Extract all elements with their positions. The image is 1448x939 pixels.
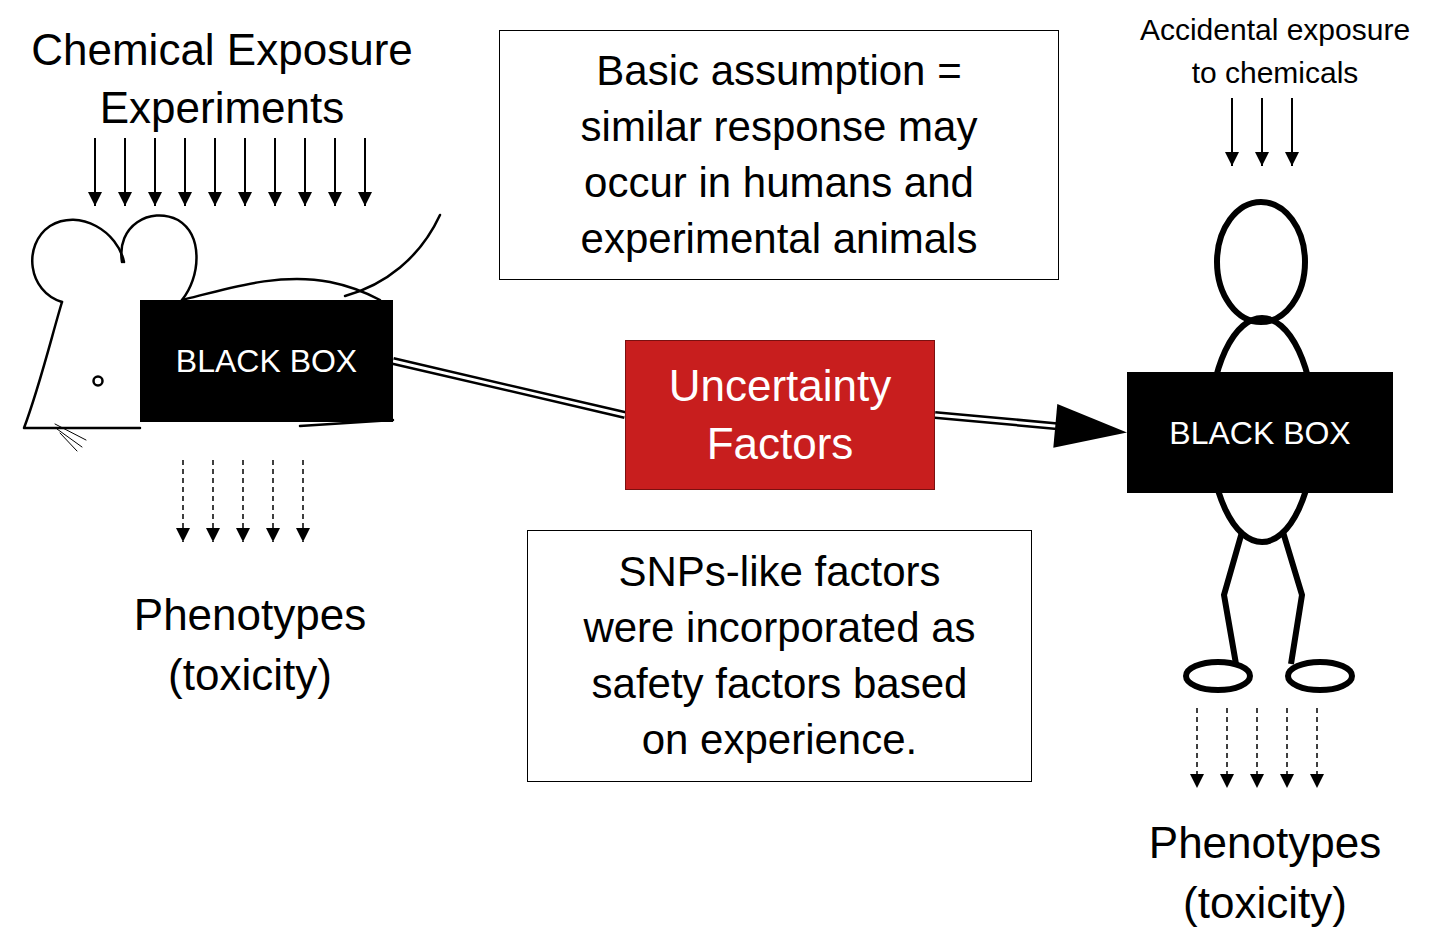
node-text: Uncertainty Factors [645, 357, 915, 473]
exposure-arrow [244, 138, 246, 206]
mouse-ear [32, 220, 124, 302]
exposure-arrow [304, 138, 306, 206]
exposure-label: Chemical Exposure Experiments [7, 21, 437, 137]
exposure-arrow [214, 138, 216, 206]
mouse-face [24, 302, 140, 428]
figure-foot [1186, 662, 1250, 690]
node-text: SNPs-like factors were incorporated as s… [575, 544, 985, 768]
phenotype-arrow [212, 460, 214, 542]
mouse-drawing [24, 215, 440, 451]
phenotype-arrow [1286, 708, 1288, 788]
phenotype-label: Phenotypes (toxicity) [1105, 813, 1425, 933]
node-text: BLACK BOX [1169, 414, 1350, 452]
exposure-arrow [1231, 98, 1233, 166]
uncertainty-box: Uncertainty Factors [625, 340, 935, 490]
connector-outline [935, 415, 1057, 426]
exposure-arrow [154, 138, 156, 206]
exposure-arrow [274, 138, 276, 206]
figure-leg [1283, 532, 1302, 664]
mouse-whisker [55, 424, 86, 451]
exposure-arrow [94, 138, 96, 206]
connector-core [935, 415, 1057, 426]
phenotype-arrow [272, 460, 274, 542]
black-box: BLACK BOX [1127, 372, 1393, 493]
figure-leg [1224, 532, 1242, 664]
exposure-arrow [184, 138, 186, 206]
exposure-arrow [124, 138, 126, 206]
phenotype-arrow [1226, 708, 1228, 788]
mouse-eye [94, 377, 103, 386]
phenotype-arrow [1256, 708, 1258, 788]
connector-outline [393, 361, 625, 415]
double-arrow-connector [935, 404, 1127, 448]
figure-foot [1288, 662, 1352, 690]
mouse-tail [345, 215, 440, 296]
mouse-back [182, 279, 380, 300]
exposure-label: Accidental exposure to chemicals [1130, 8, 1420, 94]
black-box: BLACK BOX [140, 300, 393, 422]
node-text: BLACK BOX [176, 342, 357, 380]
figure-head [1217, 202, 1305, 322]
assumption-box: Basic assumption = similar response may … [499, 30, 1059, 280]
phenotype-arrow [1316, 708, 1318, 788]
phenotype-arrow [1196, 708, 1198, 788]
exposure-arrow [1291, 98, 1293, 166]
node-text: Basic assumption = similar response may … [554, 43, 1004, 267]
phenotype-label: Phenotypes (toxicity) [90, 585, 410, 705]
double-arrow-connector [393, 361, 625, 415]
exposure-arrow [364, 138, 366, 206]
phenotype-arrow [242, 460, 244, 542]
exposure-arrow [334, 138, 336, 206]
phenotype-arrow [182, 460, 184, 542]
exposure-arrow [1261, 98, 1263, 166]
arrowhead [1053, 404, 1127, 448]
phenotype-arrow [302, 460, 304, 542]
note-box: SNPs-like factors were incorporated as s… [527, 530, 1032, 782]
connector-core [393, 361, 625, 415]
mouse-ear [121, 216, 196, 300]
